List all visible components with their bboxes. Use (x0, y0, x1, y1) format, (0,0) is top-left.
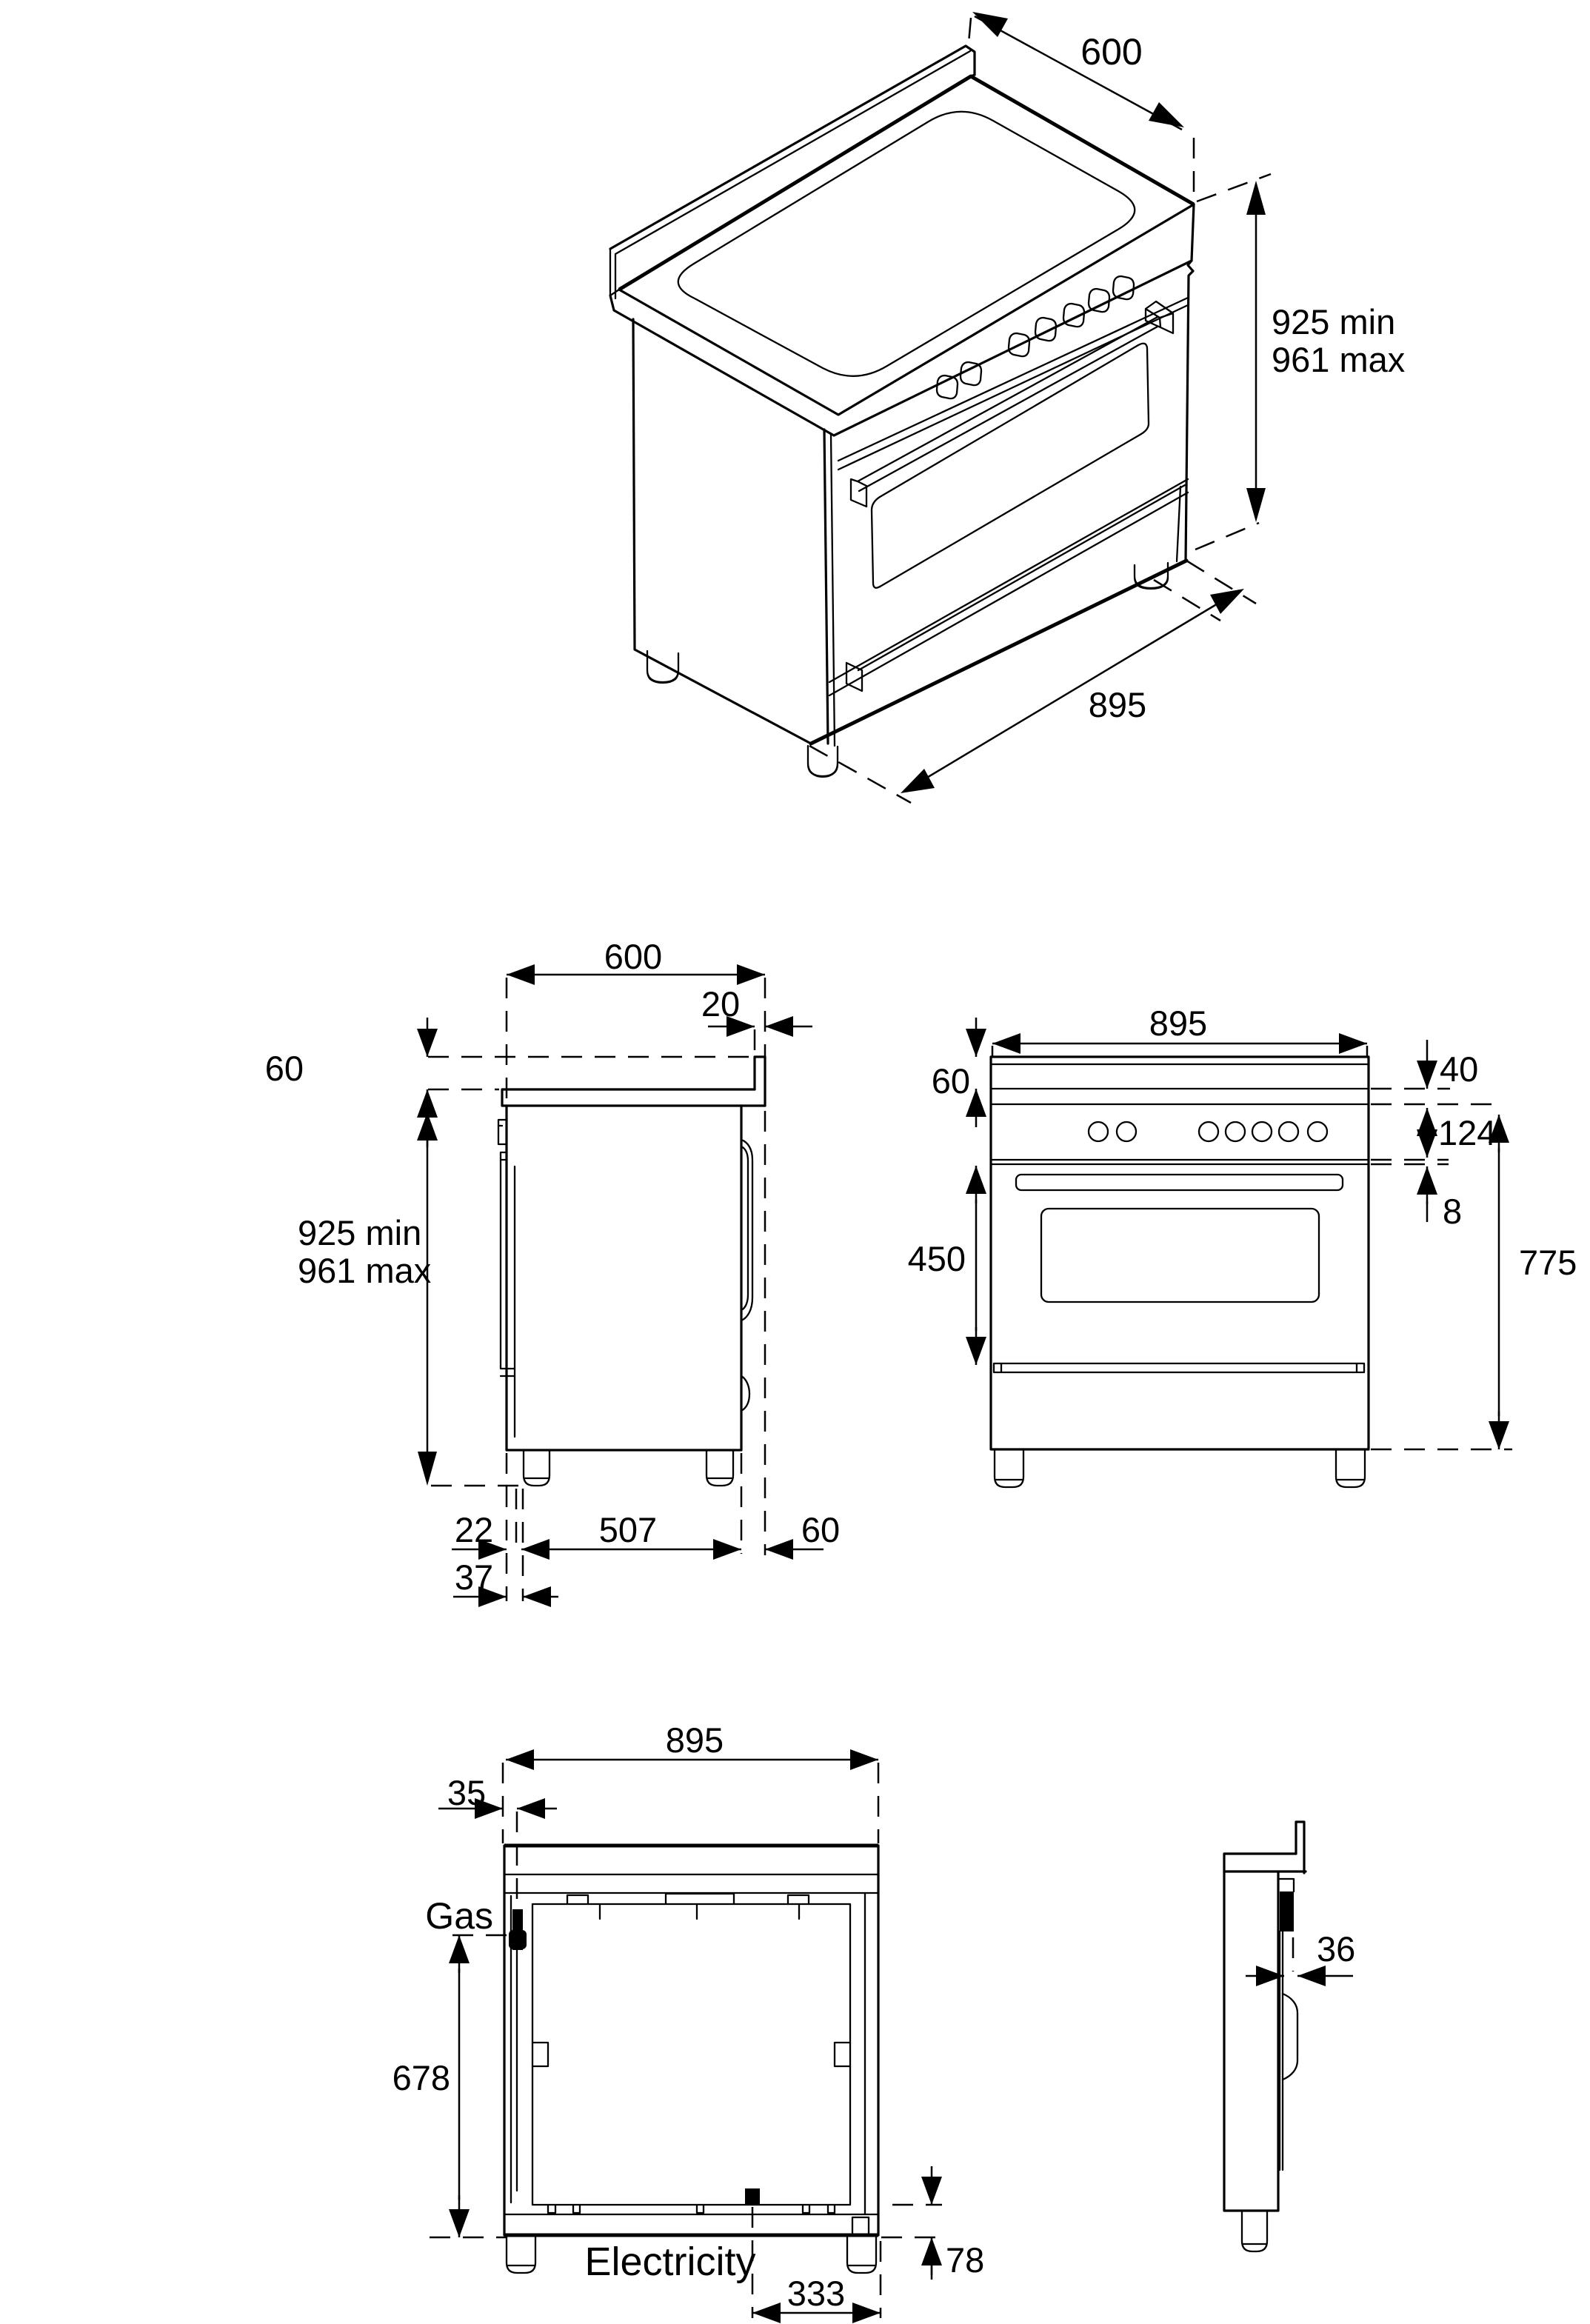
svg-text:35: 35 (447, 1773, 486, 1812)
svg-text:8: 8 (1443, 1192, 1462, 1231)
svg-text:333: 333 (787, 2274, 845, 2313)
svg-text:507: 507 (599, 1510, 657, 1549)
svg-text:895: 895 (1149, 1004, 1207, 1043)
svg-text:600: 600 (1080, 31, 1142, 73)
svg-text:775: 775 (1519, 1243, 1577, 1282)
svg-text:925 min: 925 min (298, 1213, 421, 1252)
svg-text:60: 60 (801, 1510, 840, 1549)
svg-text:20: 20 (701, 984, 740, 1024)
svg-text:36: 36 (1317, 1929, 1355, 1969)
svg-text:678: 678 (393, 2058, 450, 2097)
svg-text:124: 124 (1438, 1113, 1496, 1152)
svg-text:37: 37 (455, 1557, 493, 1597)
svg-text:60: 60 (932, 1061, 970, 1101)
svg-text:450: 450 (908, 1239, 966, 1278)
svg-text:Electricity: Electricity (584, 2240, 755, 2284)
svg-text:Gas: Gas (425, 1895, 493, 1937)
svg-text:60: 60 (265, 1049, 304, 1088)
svg-text:961 max: 961 max (1272, 340, 1405, 379)
svg-text:895: 895 (1089, 685, 1146, 724)
svg-text:895: 895 (666, 1720, 724, 1760)
svg-text:78: 78 (946, 2240, 984, 2280)
svg-text:925 min: 925 min (1272, 302, 1395, 341)
svg-text:600: 600 (604, 937, 662, 976)
svg-text:961 max: 961 max (298, 1251, 431, 1290)
svg-text:22: 22 (455, 1510, 493, 1549)
svg-text:40: 40 (1440, 1049, 1478, 1089)
